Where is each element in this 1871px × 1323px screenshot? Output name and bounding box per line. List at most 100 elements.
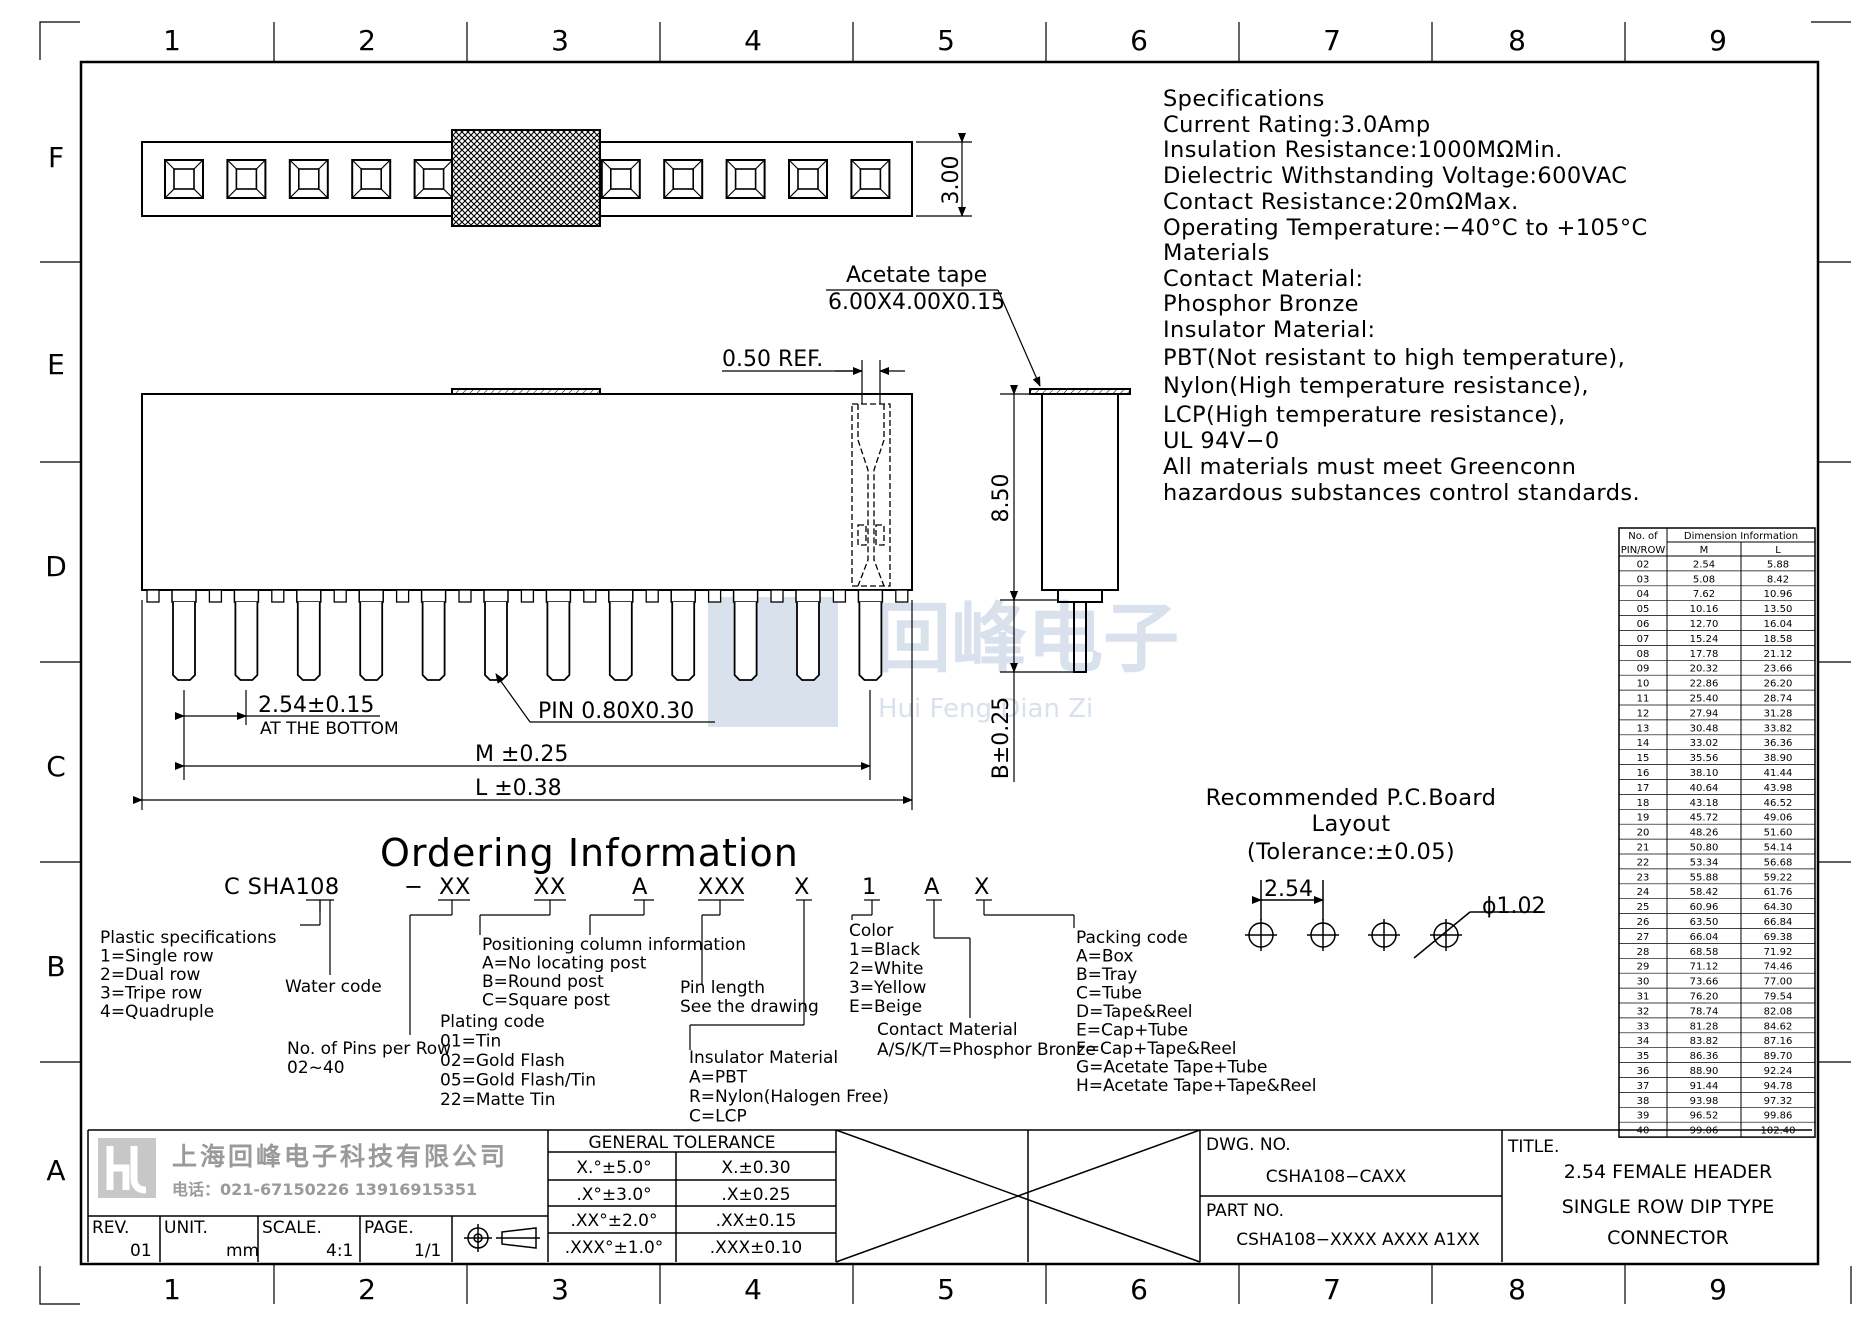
table-cell: 27.94 <box>1690 708 1719 719</box>
table-cell: 24 <box>1637 887 1650 898</box>
table-cell: 38 <box>1637 1096 1650 1107</box>
contact-hole <box>235 168 258 190</box>
ordering-line: Plating code <box>440 1012 545 1032</box>
contact-chamfer <box>289 159 329 199</box>
dim-ref <box>722 360 905 404</box>
pin <box>858 602 883 681</box>
table-cell: 81.28 <box>1690 1021 1719 1032</box>
pin <box>421 602 446 681</box>
table-cell: 16 <box>1637 768 1650 779</box>
col-label: 5 <box>937 24 955 57</box>
ordering-title: Ordering Information <box>380 831 799 875</box>
spec-line: Nylon(High temperature resistance), <box>1163 373 1589 399</box>
page-label: PAGE. <box>364 1218 414 1238</box>
packing-code: Packing codeA=BoxB=TrayC=TubeD=Tape&Reel… <box>1076 928 1316 1096</box>
table-cell: 73.66 <box>1690 977 1719 988</box>
title-line: SINGLE ROW DIP TYPE <box>1562 1196 1775 1218</box>
table-cell: 99.86 <box>1764 1111 1793 1122</box>
tolerance-angle: .XXX°±1.0° <box>565 1238 664 1258</box>
pin <box>234 602 259 681</box>
contact-hole <box>422 168 445 190</box>
table-cell: 22.86 <box>1690 679 1719 690</box>
table-cell: 5.08 <box>1693 574 1715 585</box>
contact-hole <box>609 168 632 190</box>
table-header: PIN/ROW <box>1621 545 1666 556</box>
scale-label: SCALE. <box>262 1218 322 1238</box>
col-label: 1 <box>163 24 181 57</box>
standoff <box>545 589 572 603</box>
table-cell: 03 <box>1637 574 1650 585</box>
dim-l: L ±0.38 <box>475 776 562 801</box>
standoff <box>233 589 260 603</box>
table-cell: 09 <box>1637 664 1650 675</box>
contact-chamfer <box>226 159 266 199</box>
tolerance-angle: .X°±3.0° <box>576 1185 651 1205</box>
ordering-line: A/S/K/T=Phosphor Bronze <box>877 1040 1096 1060</box>
col-label: 6 <box>1130 1273 1148 1306</box>
ordering-line: See the drawing <box>680 997 819 1017</box>
col-label: 2 <box>358 24 376 57</box>
col-label: 7 <box>1323 1273 1341 1306</box>
standoff-gap <box>271 589 285 603</box>
ordering-line: R=Nylon(Halogen Free) <box>689 1087 889 1107</box>
dwg-value: CSHA108−CAXX <box>1266 1167 1407 1187</box>
tolerance-linear: .XXX±0.10 <box>710 1238 802 1258</box>
standoff <box>171 589 197 603</box>
contact-chamfer <box>601 159 641 199</box>
watermark-pinyin: Hui Feng Dian Zi <box>878 694 1093 724</box>
dim-m: M ±0.25 <box>475 742 568 767</box>
table-cell: 83.82 <box>1690 1036 1719 1047</box>
code-part: − <box>404 874 423 900</box>
table-header: Dimension Information <box>1684 531 1798 542</box>
ordering-line: Insulator Material <box>689 1048 838 1068</box>
col-label: 7 <box>1323 24 1341 57</box>
ordering-information: Ordering Information C SHA108 − XX XX A … <box>100 831 1316 1127</box>
contact-hole <box>859 168 882 190</box>
contact-hole <box>173 168 195 190</box>
ordering-line: 1=Black <box>849 940 920 960</box>
table-cell: 27 <box>1637 932 1650 943</box>
table-cell: 50.80 <box>1690 843 1719 854</box>
standoff-gap <box>645 589 659 603</box>
dim-pitch: 2.54±0.15 <box>258 693 374 718</box>
spec-heading: Specifications <box>1163 86 1325 112</box>
table-cell: 11 <box>1637 694 1650 705</box>
table-cell: 94.78 <box>1764 1081 1793 1092</box>
table-cell: 102.40 <box>1761 1126 1796 1137</box>
table-cell: 54.14 <box>1764 843 1793 854</box>
row-label: E <box>47 348 65 381</box>
table-cell: 76.20 <box>1690 992 1719 1003</box>
ordering-line: 1=Single row <box>100 947 214 967</box>
ordering-line: Pin length <box>680 978 765 998</box>
watermark-cn: 回峰电子 <box>875 594 1179 683</box>
pin <box>359 602 384 681</box>
standoff-gap <box>208 589 223 603</box>
row-label: D <box>45 550 67 583</box>
pcb-title-1: Recommended P.C.Board <box>1206 785 1497 811</box>
tolerance-angle: .XX°±2.0° <box>571 1211 658 1231</box>
table-cell: 10.96 <box>1764 589 1793 600</box>
table-cell: 39 <box>1637 1111 1650 1122</box>
table-cell: 99.06 <box>1690 1126 1719 1137</box>
table-cell: 10 <box>1637 679 1650 690</box>
side-view <box>1029 388 1131 673</box>
table-cell: 33 <box>1637 1021 1650 1032</box>
col-label: 4 <box>744 1273 762 1306</box>
table-cell: 30 <box>1637 977 1650 988</box>
table-cell: 07 <box>1637 634 1650 645</box>
table-cell: 79.54 <box>1764 992 1793 1003</box>
standoff-gap <box>895 589 909 603</box>
unit-label: UNIT. <box>164 1218 208 1238</box>
standoff-gap <box>832 589 847 603</box>
table-cell: 59.22 <box>1764 872 1793 883</box>
code-part: XXX <box>698 874 745 900</box>
side-dims <box>826 289 1074 782</box>
ordering-line: Contact Material <box>877 1020 1018 1040</box>
table-cell: 49.06 <box>1764 813 1793 824</box>
ordering-line: E=Beige <box>849 997 922 1017</box>
table-cell: 08 <box>1637 649 1650 660</box>
table-cell: 20.32 <box>1690 664 1719 675</box>
row-label: B <box>46 950 65 983</box>
table-cell: 26.20 <box>1764 679 1793 690</box>
